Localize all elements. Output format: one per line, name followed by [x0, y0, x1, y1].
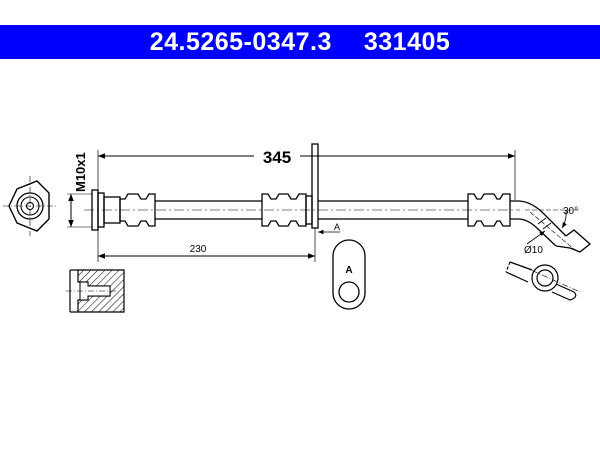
total-length-label: 345: [263, 148, 291, 167]
part-number: 24.5265-0347.3: [149, 27, 332, 56]
thread-label: M10x1: [73, 152, 88, 192]
total-length-dimension: 345: [97, 145, 516, 200]
bracket-callout: A: [318, 222, 340, 235]
title-bar: 24.5265-0347.3 331405: [0, 25, 600, 59]
angle-label: 30°: [563, 206, 578, 217]
angle-dimension: 30°: [525, 206, 580, 251]
tube-end-detail: [505, 261, 581, 301]
diameter-label: Ø10: [524, 245, 543, 256]
bracket-label: A: [334, 222, 340, 232]
diameter-dimension: Ø10: [524, 230, 546, 256]
partial-length-dimension: 230: [97, 228, 316, 262]
bracket-detail: A: [332, 239, 366, 310]
partial-length-label: 230: [190, 244, 207, 255]
thread-dimension: M10x1: [67, 152, 92, 228]
fitting-section: [66, 269, 125, 313]
ref-number: 331405: [363, 27, 451, 56]
end-view: [3, 176, 57, 236]
detail-label: A: [345, 265, 352, 276]
brake-hose: [91, 143, 592, 253]
